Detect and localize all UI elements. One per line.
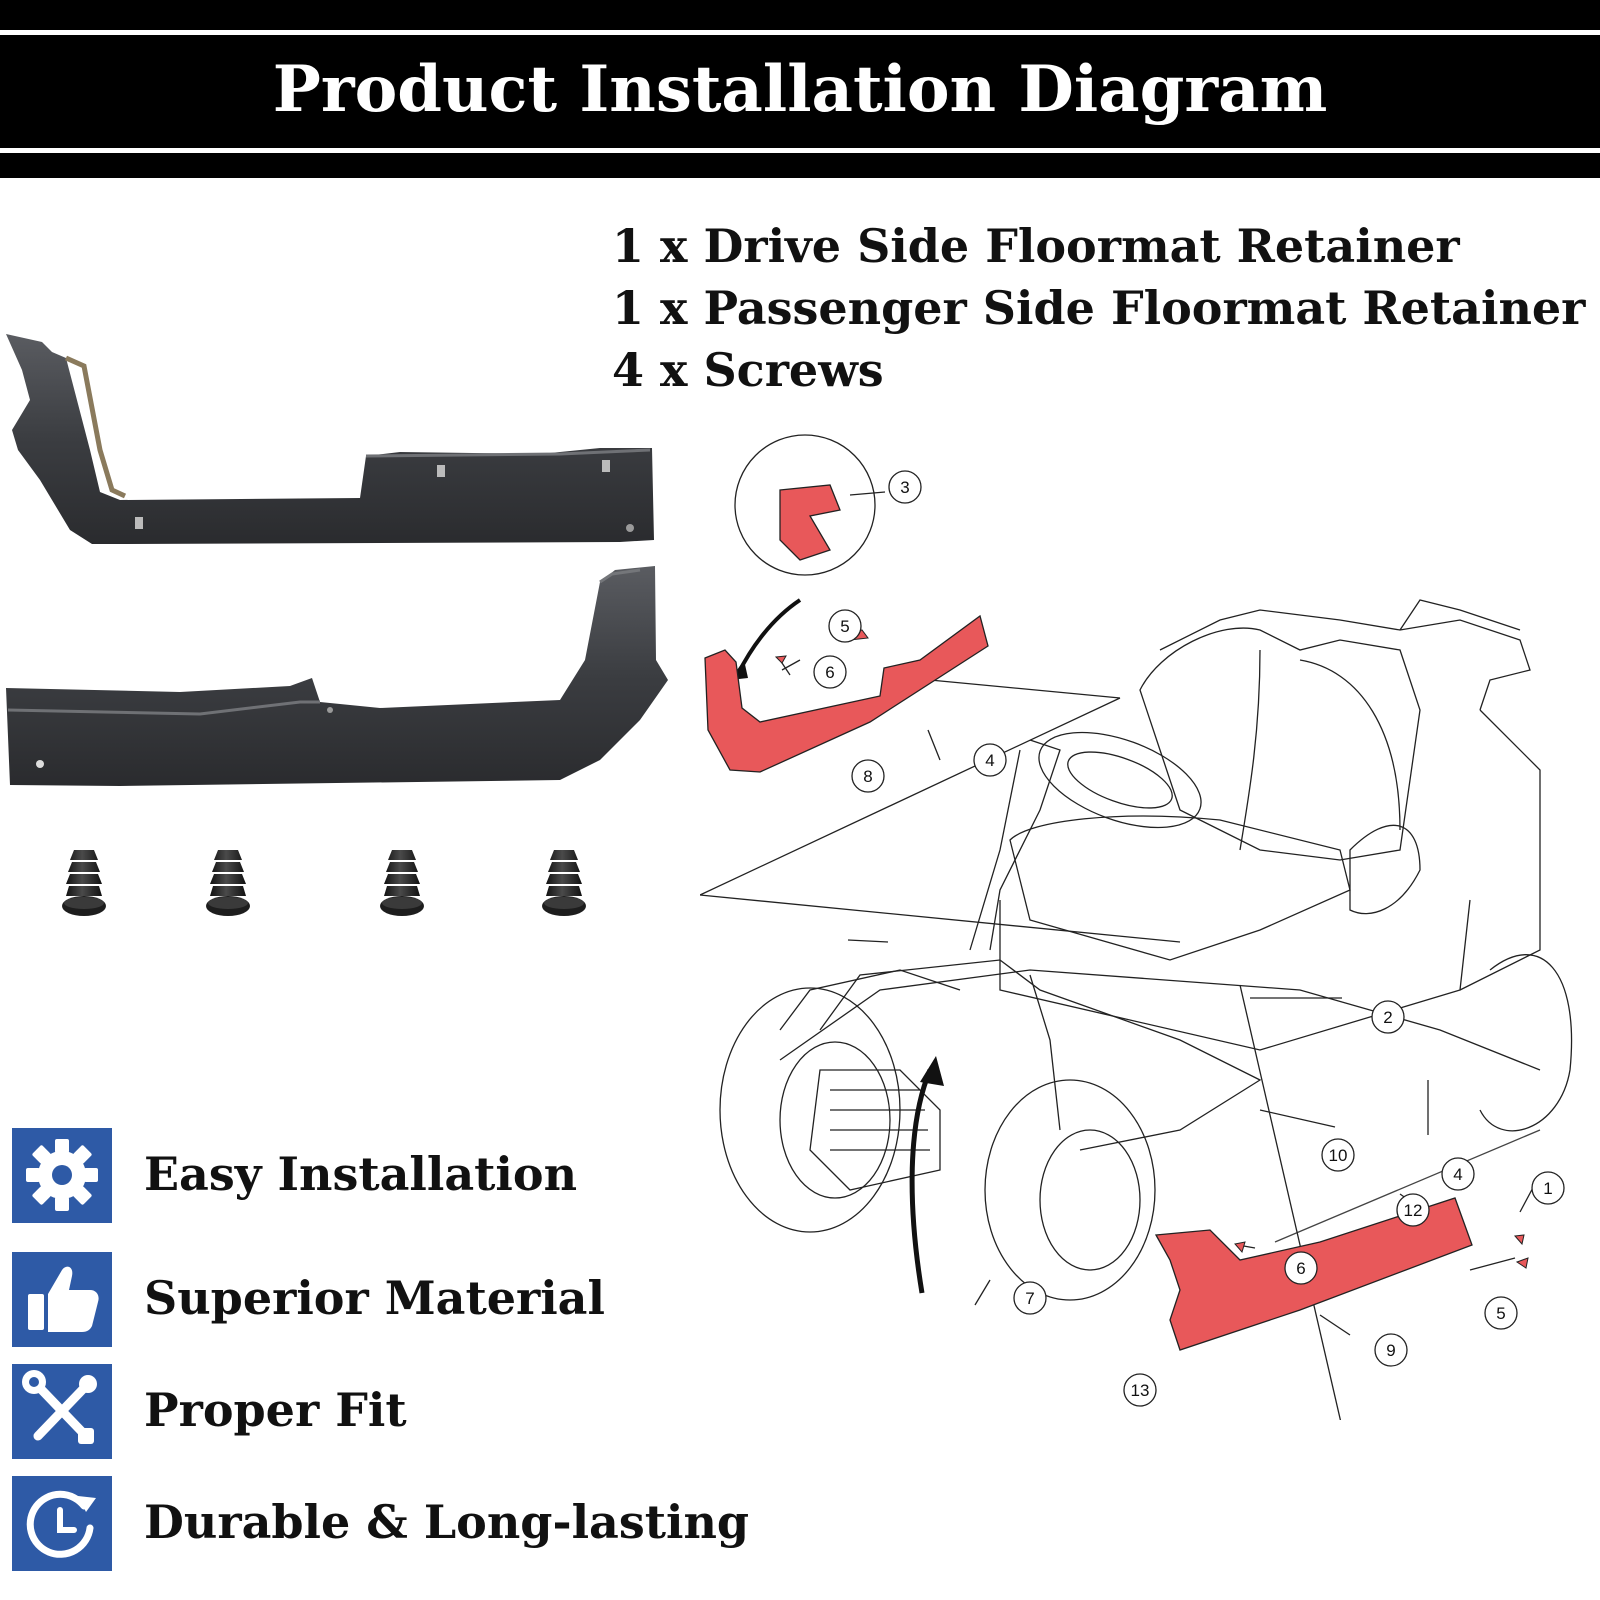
callout: 12 [1396, 1193, 1430, 1227]
callout: 7 [1013, 1281, 1047, 1315]
callout: 13 [1123, 1373, 1157, 1407]
contents-item: 1 x Passenger Side Floormat Retainer [612, 281, 1586, 335]
callout-markers: 1 2 3 4 4 5 5 6 6 7 8 9 10 12 13 [813, 470, 1565, 1407]
screws-image [62, 850, 586, 916]
screw-part [1234, 1241, 1246, 1254]
drive-side-retainer-part [704, 614, 989, 773]
callout: 9 [1374, 1333, 1408, 1367]
svg-text:13: 13 [1131, 1381, 1150, 1400]
projection-line [929, 679, 1121, 699]
callout: 6 [813, 655, 847, 689]
leader-line [1469, 1257, 1516, 1271]
package-contents-list: 1 x Drive Side Floormat Retainer 1 x Pas… [612, 215, 1585, 401]
screw-part [774, 655, 787, 664]
drive-side-retainer-image [6, 334, 654, 544]
callout: 6 [1284, 1251, 1318, 1285]
arrow-head-icon [920, 1056, 944, 1086]
feature-label: Proper Fit [144, 1383, 407, 1437]
feature-label: Superior Material [144, 1271, 605, 1325]
callout: 8 [851, 759, 885, 793]
banner-rule-top [0, 30, 1600, 35]
page-title: Product Installation Diagram [272, 52, 1328, 127]
svg-text:5: 5 [840, 617, 849, 636]
svg-text:9: 9 [1386, 1341, 1395, 1360]
feature-label: Durable & Long-lasting [144, 1495, 750, 1549]
passenger-side-retainer-image [6, 566, 668, 786]
contents-item: 4 x Screws [612, 343, 884, 397]
svg-text:2: 2 [1383, 1008, 1392, 1027]
svg-text:4: 4 [985, 751, 994, 770]
product-photo [6, 334, 668, 916]
callout: 1 [1531, 1171, 1565, 1205]
clock-icon [12, 1476, 112, 1571]
screw [62, 850, 106, 916]
svg-text:1: 1 [1543, 1179, 1552, 1198]
contents-item: 1 x Drive Side Floormat Retainer [612, 219, 1460, 273]
screw [542, 850, 586, 916]
svg-text:8: 8 [863, 767, 872, 786]
screw-part [1513, 1234, 1525, 1246]
svg-text:12: 12 [1404, 1201, 1423, 1220]
leader-line [849, 491, 886, 496]
feature-proper-fit: Proper Fit [12, 1364, 712, 1459]
svg-text:10: 10 [1329, 1146, 1348, 1165]
screw [380, 850, 424, 916]
clip-detail-part [779, 484, 841, 561]
svg-text:6: 6 [825, 663, 834, 682]
projection-line [1274, 1129, 1541, 1243]
leader-line [1239, 984, 1342, 1420]
banner-rule-bottom [0, 148, 1600, 153]
callout: 4 [973, 743, 1007, 777]
leader-line [847, 939, 889, 943]
svg-text:6: 6 [1296, 1259, 1305, 1278]
leader-line [927, 729, 941, 761]
header-banner: Product Installation Diagram [0, 0, 1600, 178]
feature-durable: Durable & Long-lasting [12, 1476, 749, 1571]
callout: 5 [1484, 1296, 1518, 1330]
svg-text:7: 7 [1025, 1289, 1034, 1308]
callout: 3 [888, 470, 922, 504]
screw-part [1515, 1257, 1529, 1269]
projection-line [700, 894, 1181, 943]
leader-line [974, 1279, 991, 1306]
thumbs-up-icon [12, 1252, 112, 1347]
installation-diagram: 1 2 3 4 4 5 5 6 6 7 8 9 10 12 13 [700, 434, 1573, 1420]
arrow-icon [736, 598, 802, 675]
leader-line [1319, 1314, 1351, 1336]
gear-icon [12, 1128, 112, 1223]
callout: 10 [1321, 1138, 1355, 1172]
leader-line [781, 659, 801, 671]
callout: 5 [828, 609, 862, 643]
wrench-screwdriver-icon [12, 1364, 112, 1459]
screw [206, 850, 250, 916]
callout: 2 [1371, 1000, 1405, 1034]
svg-text:5: 5 [1496, 1304, 1505, 1323]
detail-circle [734, 434, 876, 576]
arrow-icon [909, 1069, 933, 1294]
callout: 4 [1441, 1157, 1475, 1191]
feature-label: Easy Installation [144, 1147, 578, 1201]
leader-line [1259, 1109, 1336, 1128]
feature-superior-material: Superior Material [12, 1252, 712, 1347]
svg-text:4: 4 [1453, 1165, 1462, 1184]
projection-line [700, 697, 1121, 896]
feature-easy-installation: Easy Installation [12, 1128, 712, 1223]
svg-text:3: 3 [900, 478, 909, 497]
golf-cart-drawing [719, 599, 1573, 1301]
